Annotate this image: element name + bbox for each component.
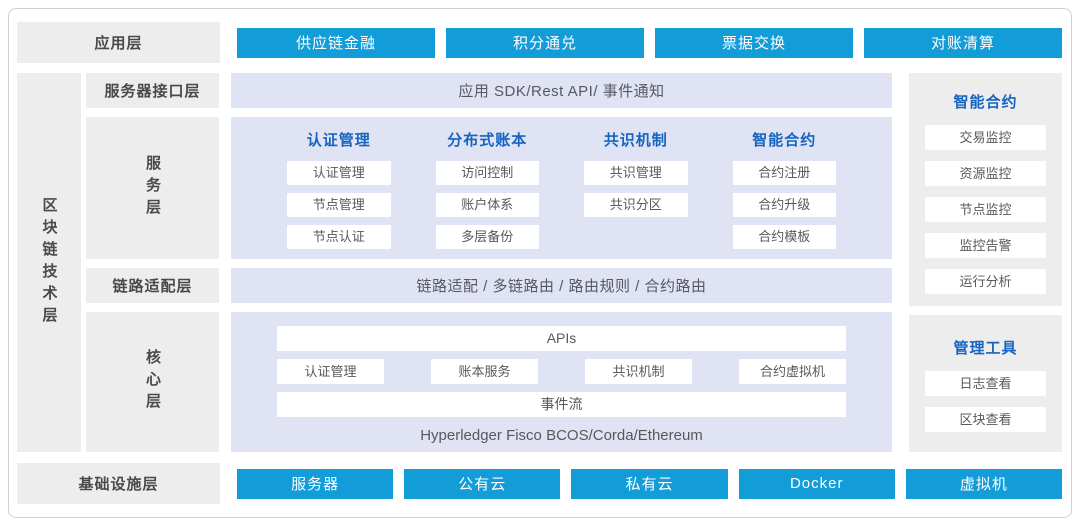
monitor-panel-header: 智能合约 [953, 94, 1018, 111]
core-layer-label: 核心层 [86, 312, 219, 452]
event-stream-bar: 事件流 [277, 392, 846, 417]
core-module: 账本服务 [431, 359, 538, 384]
interface-layer-label: 服务器接口层 [86, 73, 219, 108]
service-column-ledger: 分布式账本 访问控制 账户体系 多层备份 [435, 129, 539, 249]
service-node: 共识管理 [584, 161, 688, 185]
core-module: 合约虚拟机 [739, 359, 846, 384]
tools-item: 日志查看 [925, 371, 1046, 396]
tools-panel: 管理工具 日志查看 区块查看 [909, 315, 1062, 452]
service-layer-panel: 认证管理 认证管理 节点管理 节点认证 分布式账本 访问控制 账户体系 多层备份… [231, 117, 892, 259]
monitor-item: 资源监控 [925, 161, 1046, 186]
infra-button-server[interactable]: 服务器 [237, 468, 394, 499]
service-node: 节点管理 [287, 193, 391, 217]
side-column: 智能合约 交易监控 资源监控 节点监控 监控告警 运行分析 管理工具 日志查看 … [909, 73, 1062, 452]
app-layer-label: 应用层 [17, 22, 220, 63]
infra-layer-buttons: 服务器 公有云 私有云 Docker 虚拟机 [237, 463, 1063, 504]
adapter-layer-label: 链路适配层 [86, 268, 219, 303]
tech-layer-label: 区块链技术层 [17, 73, 81, 452]
blockchain-tech-layer: 区块链技术层 服务器接口层 应用 SDK/Rest API/ 事件通知 服务层 … [17, 73, 1062, 452]
app-button-bill-exchange[interactable]: 票据交换 [655, 27, 853, 58]
service-node: 合约升级 [732, 193, 836, 217]
service-column-header: 共识机制 [603, 132, 668, 149]
service-node: 访问控制 [435, 161, 539, 185]
service-layer-label: 服务层 [86, 117, 219, 259]
interface-layer-panel: 应用 SDK/Rest API/ 事件通知 [231, 73, 892, 108]
service-column-contract: 智能合约 合约注册 合约升级 合约模板 [732, 129, 836, 249]
monitor-panel: 智能合约 交易监控 资源监控 节点监控 监控告警 运行分析 [909, 73, 1062, 306]
service-column-header: 认证管理 [306, 132, 371, 149]
monitor-item: 节点监控 [925, 197, 1046, 222]
service-node: 合约注册 [732, 161, 836, 185]
tools-item: 区块查看 [925, 407, 1046, 432]
monitor-item: 运行分析 [925, 269, 1046, 294]
service-node: 节点认证 [287, 225, 391, 249]
infra-layer-label: 基础设施层 [17, 463, 220, 504]
platforms-text: Hyperledger Fisco BCOS/Corda/Ethereum [420, 427, 703, 444]
infra-button-public-cloud[interactable]: 公有云 [404, 468, 561, 499]
app-button-supply-chain-finance[interactable]: 供应链金融 [237, 27, 435, 58]
service-column-auth: 认证管理 认证管理 节点管理 节点认证 [287, 129, 391, 249]
service-node: 多层备份 [435, 225, 539, 249]
core-module: 共识机制 [585, 359, 692, 384]
core-module: 认证管理 [277, 359, 384, 384]
infra-button-private-cloud[interactable]: 私有云 [571, 468, 728, 499]
service-node: 合约模板 [732, 225, 836, 249]
core-layer-panel: APIs 认证管理 账本服务 共识机制 合约虚拟机 事件流 Hyperledge… [231, 312, 892, 452]
service-node: 认证管理 [287, 161, 391, 185]
infra-layer-row: 基础设施层 服务器 公有云 私有云 Docker 虚拟机 [17, 463, 1063, 504]
service-column-consensus: 共识机制 共识管理 共识分区 [584, 129, 688, 249]
service-node: 共识分区 [584, 193, 688, 217]
monitor-item: 监控告警 [925, 233, 1046, 258]
app-button-points-exchange[interactable]: 积分通兑 [446, 27, 644, 58]
infra-button-docker[interactable]: Docker [738, 468, 895, 499]
app-layer-row: 应用层 供应链金融 积分通兑 票据交换 对账清算 [17, 22, 1062, 63]
service-column-header: 智能合约 [752, 132, 817, 149]
infra-button-vm[interactable]: 虚拟机 [905, 468, 1063, 499]
service-node: 账户体系 [435, 193, 539, 217]
layer-grid: 服务器接口层 应用 SDK/Rest API/ 事件通知 服务层 认证管理 认证… [86, 73, 892, 452]
architecture-diagram-card: 应用层 供应链金融 积分通兑 票据交换 对账清算 区块链技术层 服务器接口层 应… [8, 8, 1072, 518]
tools-panel-header: 管理工具 [953, 340, 1018, 357]
adapter-layer-panel: 链路适配 / 多链路由 / 路由规则 / 合约路由 [231, 268, 892, 303]
monitor-item: 交易监控 [925, 125, 1046, 150]
app-button-reconciliation[interactable]: 对账清算 [864, 27, 1062, 58]
apis-bar: APIs [277, 326, 846, 351]
service-column-header: 分布式账本 [447, 132, 528, 149]
app-layer-buttons: 供应链金融 积分通兑 票据交换 对账清算 [237, 22, 1062, 63]
